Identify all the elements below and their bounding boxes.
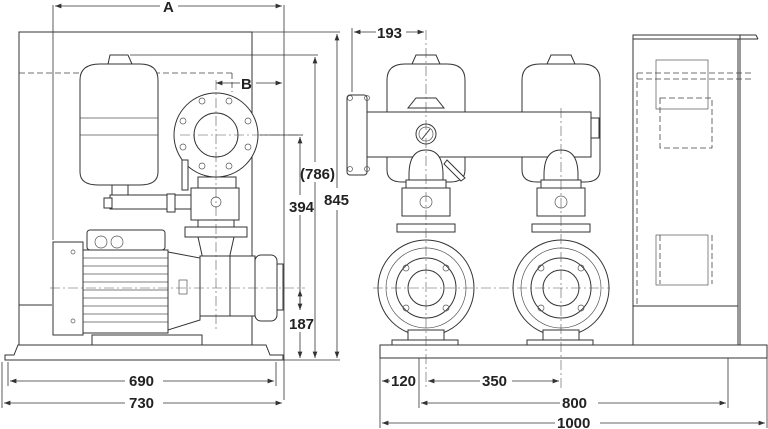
- dim-187: 187: [289, 316, 314, 333]
- base-frame: [379, 344, 768, 359]
- dim-A: A: [163, 0, 174, 16]
- dim-350: 350: [482, 373, 507, 390]
- base-frame: [4, 344, 284, 361]
- pressure-tank: [79, 54, 201, 213]
- dim-786: (786): [300, 166, 335, 183]
- dim-193: 193: [377, 25, 402, 42]
- dim-690: 690: [129, 373, 154, 390]
- dim-B: B: [241, 76, 252, 93]
- dim-800: 800: [562, 395, 587, 412]
- control-cabinet: [632, 34, 759, 346]
- side-dimensions: A B 394 187 (786) 845 690 730: [1, 0, 349, 412]
- dim-394: 394: [289, 199, 315, 216]
- pump-motor: [19, 229, 284, 346]
- front-view: 193 120 350 800 1000: [346, 25, 768, 429]
- header-flange: [346, 94, 368, 176]
- dim-120: 120: [391, 373, 416, 390]
- dim-730: 730: [129, 395, 154, 412]
- dim-845: 845: [324, 192, 349, 209]
- header-pipe: [365, 111, 592, 158]
- front-dimensions: 193 120 350 800 1000: [351, 25, 768, 429]
- side-view: A B 394 187 (786) 845 690 730: [1, 0, 349, 412]
- dim-1000: 1000: [557, 415, 590, 429]
